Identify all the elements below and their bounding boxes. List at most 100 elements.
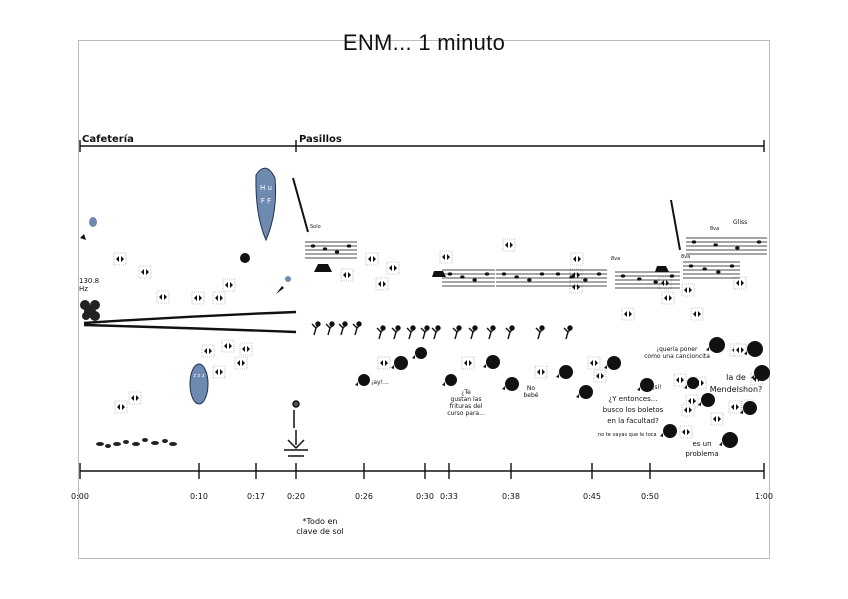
crossed-symbol [377,356,391,370]
annotation-mendelshon: la de Mendelshon? [708,372,764,396]
crossed-symbol [587,356,601,370]
crossed-symbol [439,250,453,264]
page-title: ENM... 1 minuto [342,30,506,55]
staff [615,271,680,289]
head-silhouette [637,378,654,392]
crossed-symbol [658,276,672,290]
gustan-line-1: ¿Te [461,389,471,396]
entonces-line-3: en la facultad? [607,417,659,425]
person-figure [391,325,401,340]
gustan-line-2: gustan las [450,396,482,403]
score-label-gliss: Gliss [733,219,748,226]
crossed-symbol [569,280,583,294]
crossed-symbol [661,291,675,305]
head-silhouette [684,377,699,389]
quiere-line-2: como una cancioncita [644,353,710,360]
mendelshon-line-2: Mendelshon? [709,385,763,394]
crossed-symbol [728,400,742,414]
head-silhouette [391,356,408,370]
person-figure [505,325,515,340]
timeline-label: 0:17 [247,492,265,501]
crossed-symbol [673,373,687,387]
annotation-entonces: ¿Y entonces... busco los boletos en la f… [590,394,676,427]
crossed-symbol [681,403,695,417]
footsteps [96,438,177,448]
crossed-symbol [239,342,253,356]
crossed-symbol [222,278,236,292]
crossed-symbol [375,277,389,291]
annotation-problema: es un problema [684,439,720,459]
crossed-symbol [733,343,747,357]
huff-text: H u F F [260,184,272,205]
crossed-symbol [679,425,693,439]
piano-icons [314,264,669,277]
crossed-symbol [386,261,400,275]
blob-left [80,300,100,321]
head-silhouette [706,337,725,353]
person-figure [406,325,416,340]
head-silhouette [355,374,370,386]
footnote-line-1: *Todo en [302,517,338,526]
crossed-symbol [221,339,235,353]
quiere-line-1: ¡quería poner [656,346,698,353]
head-silhouette [412,347,427,359]
person-figure [352,321,362,336]
timeline-ticks [79,463,765,479]
staff [496,269,550,287]
frequency-value: 130.8 Hz [79,277,100,293]
bebe-line-2: bebé [523,392,539,399]
annotation-bebe: No bebé [519,385,543,399]
crossed-symbol [212,365,226,379]
crossed-symbol [113,252,127,266]
timeline-label: 0:50 [641,492,659,501]
annotation-nadie: no te vayas que le toca [598,432,657,438]
crossed-symbol [733,276,747,290]
head-silhouette [483,355,500,369]
timeline-label: 0:30 [416,492,434,501]
head-silhouette [698,393,715,407]
staff [683,261,740,279]
score-label-8va-3: 8va [710,226,720,232]
section-brackets [79,140,765,152]
crossed-symbol [534,365,548,379]
person-figure [452,325,462,340]
crossed-symbol [201,344,215,358]
annotation-ay: ¡ay!... [371,379,389,386]
gustan-line-4: curso para... [447,410,485,417]
crossed-symbol [570,252,584,266]
head-silhouette [740,401,757,415]
person-row [311,321,573,340]
crossed-symbol [191,291,205,305]
scattered-symbols [113,238,764,439]
staff [550,269,607,287]
entonces-line-2: busco los boletos [602,406,664,414]
head-silhouette [744,341,763,357]
timeline-label: 0:38 [502,492,520,501]
section-label-pasillos: Pasillos [299,134,342,145]
problema-line-2: problema [685,450,719,458]
falling-figure [284,400,308,457]
timeline-label: 0:10 [190,492,208,501]
crossed-symbol [340,268,354,282]
footnote: *Todo en clave de sol [290,517,350,537]
person-figure [376,325,386,340]
person-figure [431,325,441,340]
crossed-symbol [690,307,704,321]
speaker-heads [355,337,770,448]
timeline-label: 0:26 [355,492,373,501]
head-silhouette [556,365,573,379]
misc-left-figures [80,217,291,294]
gustan-line-3: frituras del [449,403,483,410]
person-figure [563,325,573,340]
crossed-symbol [710,412,724,426]
staff [305,241,357,259]
annotation-quiere: ¡quería poner como una cancioncita [637,346,717,360]
crossed-symbol [212,291,226,305]
footnote-line-2: clave de sol [296,527,344,536]
music-staves [305,237,767,289]
annotation-si: ¡sí! [652,384,662,391]
person-figure [468,325,478,340]
person-figure [535,325,545,340]
crossed-symbol [621,307,635,321]
